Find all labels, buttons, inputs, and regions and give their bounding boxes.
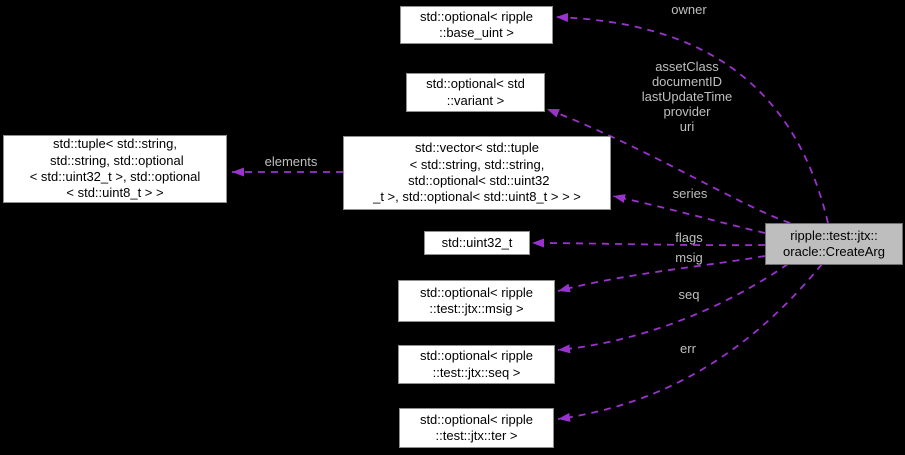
node-std-uint32-t[interactable]: std::uint32_t (424, 231, 530, 255)
edge-label-series: series (672, 186, 708, 201)
edge-seq (557, 263, 789, 354)
edge-label-bundle: assetClass documentID lastUpdateTime pro… (642, 59, 733, 134)
node-std-optional-base-uint[interactable]: std::optional< ripple ::base_uint > (400, 6, 553, 44)
node-label-line: std::optional< std (426, 76, 525, 92)
node-std-tuple[interactable]: std::tuple< std::string, std::string, st… (3, 135, 227, 203)
node-createarg-main[interactable]: ripple::test::jtx:: oracle::CreateArg (765, 223, 903, 265)
edge-label-documentid: documentID (651, 74, 723, 89)
node-label-line: ::test::jtx::ter > (435, 428, 518, 443)
node-label-line: std::optional< ripple (419, 411, 534, 427)
node-std-vector[interactable]: std::vector< std::tuple < std::string, s… (343, 136, 611, 210)
edge-label-seq: seq (678, 287, 700, 302)
edge-flags (531, 238, 766, 248)
edge-series (612, 194, 766, 234)
node-label-line: ::test::jtx::msig > (429, 301, 524, 316)
node-std-optional-msig[interactable]: std::optional< ripple ::test::jtx::msig … (398, 280, 555, 322)
edge-label-uri: uri (679, 119, 695, 134)
node-label-line: < std::uint8_t > > (66, 185, 164, 201)
node-std-optional-ter[interactable]: std::optional< ripple ::test::jtx::ter > (399, 408, 554, 448)
node-label-line: oracle::CreateArg (783, 244, 885, 259)
edge-err (557, 263, 823, 422)
edge-label-msig: msig (675, 250, 703, 265)
node-label-line: std::optional< ripple (419, 8, 534, 24)
node-label-line: std::string, std::optional (46, 152, 184, 168)
node-label-line: std::optional< std::uint32 (404, 173, 550, 188)
edge-bundle-variant (546, 108, 791, 224)
node-label-line: ::variant > (446, 92, 505, 108)
edge-label-assetclass: assetClass (655, 59, 719, 74)
node-label-line: < std::string, std::string, (409, 156, 545, 172)
edge-label-provider: provider (663, 104, 711, 119)
node-label-line: ripple::test::jtx:: (790, 227, 878, 243)
edge-msig (557, 255, 766, 293)
edge-label-lastupdatetime: lastUpdateTime (641, 89, 733, 104)
node-std-optional-seq[interactable]: std::optional< ripple ::test::jtx::seq > (398, 345, 555, 384)
node-label-line: std::optional< ripple (419, 348, 534, 364)
node-label-line: ::base_uint > (439, 25, 514, 40)
node-std-optional-variant[interactable]: std::optional< std ::variant > (406, 73, 545, 112)
node-label-line: std::vector< std::tuple (415, 140, 539, 156)
edge-label-elements: elements (264, 154, 318, 169)
node-label-line: std::uint32_t (441, 234, 513, 250)
node-label-line: < std::uint32_t >, std::optional (29, 169, 201, 184)
edge-label-flags: flags (675, 230, 703, 245)
node-label-line: std::tuple< std::string, (53, 136, 177, 152)
node-label-line: _t >, std::optional< std::uint8_t > > > (373, 189, 581, 205)
node-label-line: ::test::jtx::seq > (432, 364, 521, 380)
edge-label-owner: owner (671, 2, 707, 17)
edge-label-err: err (680, 341, 696, 356)
node-label-line: std::optional< ripple (419, 284, 534, 300)
edge-owner (555, 12, 829, 224)
